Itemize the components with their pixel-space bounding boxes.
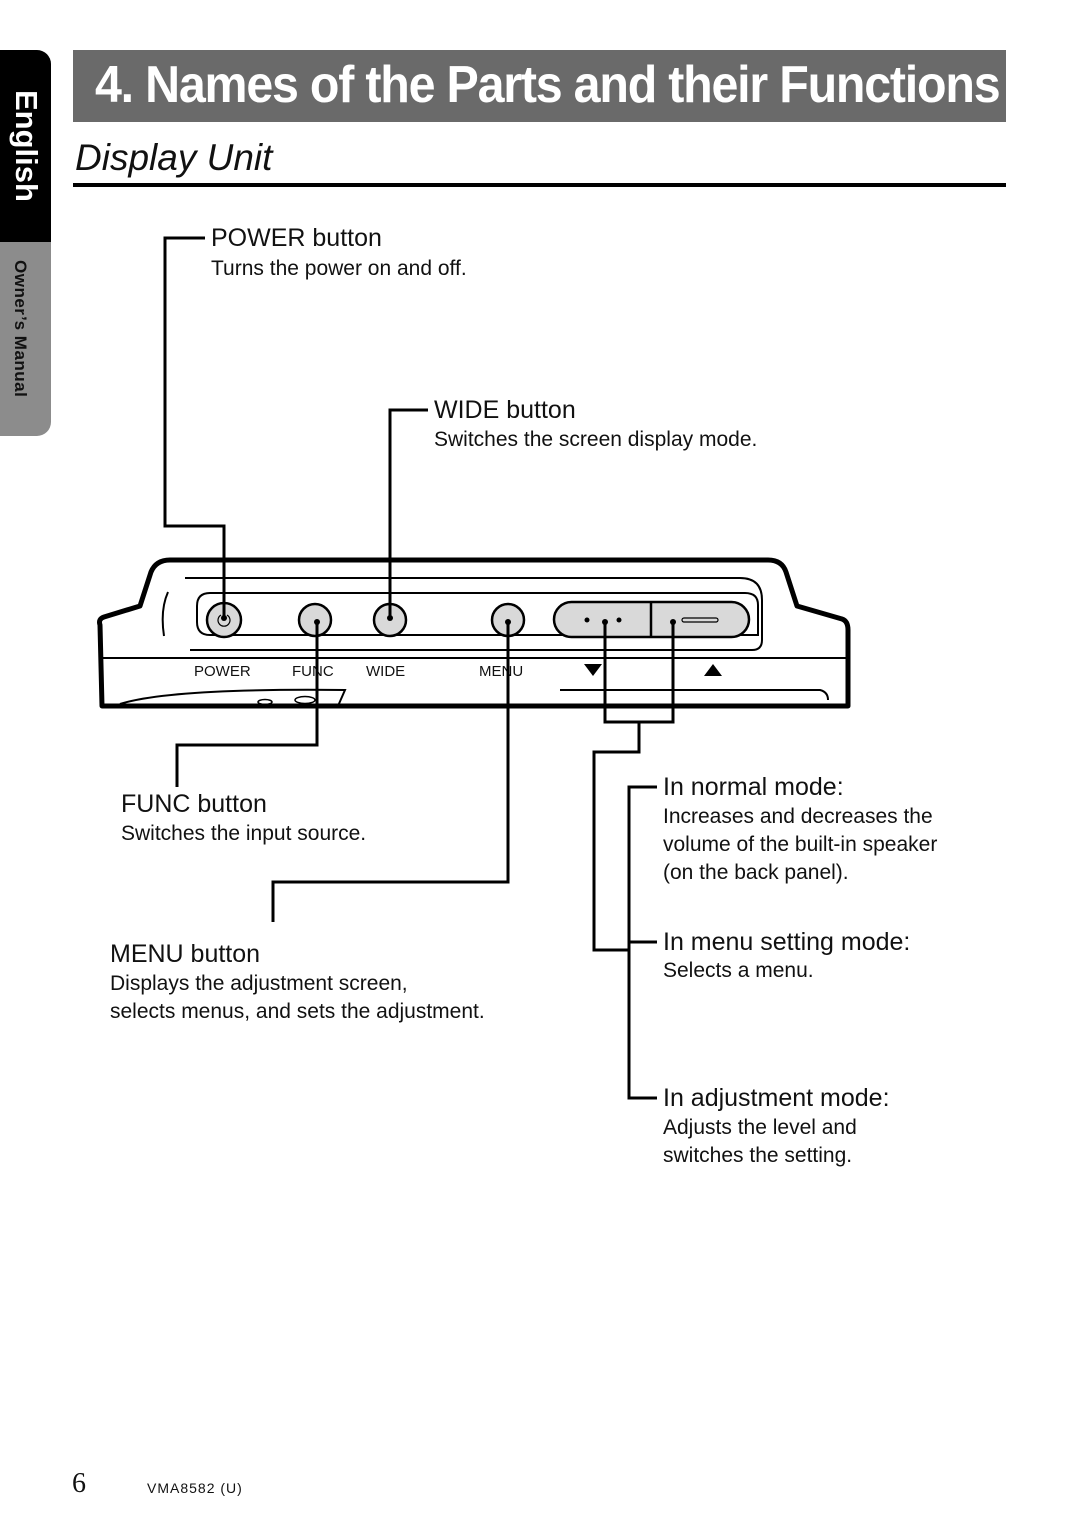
adjust-mode-title: In adjustment mode:: [663, 1084, 890, 1112]
menu-mode-title: In menu setting mode:: [663, 928, 911, 956]
volume-leader-line: [592, 722, 641, 952]
wide-button-title: WIDE button: [434, 396, 576, 424]
volume-down-arrow-icon: [584, 664, 602, 676]
normal-mode-desc-line3: (on the back panel).: [663, 861, 849, 884]
normal-mode-desc-line1: Increases and decreases the: [663, 805, 933, 828]
section-title-bar: 4. Names of the Parts and their Function…: [73, 50, 1006, 122]
adjust-mode-desc-line1: Adjusts the level and: [663, 1116, 857, 1139]
menu-button-title: MENU button: [110, 940, 261, 968]
wide-button-desc: Switches the screen display mode.: [434, 428, 758, 451]
section-subtitle: Display Unit: [75, 137, 273, 178]
power-button-desc: Turns the power on and off.: [211, 257, 467, 280]
normal-mode-desc-line2: volume of the built-in speaker: [663, 833, 938, 856]
title-rule: [73, 183, 1006, 187]
wide-leader-line: [388, 408, 428, 618]
adjust-mode-desc-line2: switches the setting.: [663, 1144, 853, 1167]
device-label-power: POWER: [194, 663, 251, 680]
func-button-title: FUNC button: [121, 790, 267, 818]
menu-button-desc-line1: Displays the adjustment screen,: [110, 972, 408, 995]
device-label-wide: WIDE: [366, 663, 405, 680]
device-label-menu: MENU: [479, 663, 523, 680]
power-leader-line: [163, 236, 226, 618]
func-button-desc: Switches the input source.: [121, 822, 367, 845]
model-code: VMA8582 (U): [147, 1480, 243, 1496]
menu-button-desc-line2: selects menus, and sets the adjustment.: [110, 1000, 485, 1023]
section-title: 4. Names of the Parts and their Function…: [95, 56, 1001, 114]
device-body-outline: [97, 557, 851, 709]
menu-leader-line: [271, 622, 510, 922]
menu-mode-desc: Selects a menu.: [663, 959, 814, 982]
side-tab-language: [0, 50, 51, 242]
page-number: 6: [72, 1468, 86, 1499]
device-label-func: FUNC: [292, 663, 334, 680]
device-control-panel: [185, 577, 763, 651]
side-tab-manual: [0, 242, 51, 436]
normal-mode-title: In normal mode:: [663, 773, 844, 801]
volume-up-arrow-icon: [704, 664, 722, 676]
func-leader-line: [175, 622, 319, 787]
power-button-title: POWER button: [211, 224, 382, 252]
